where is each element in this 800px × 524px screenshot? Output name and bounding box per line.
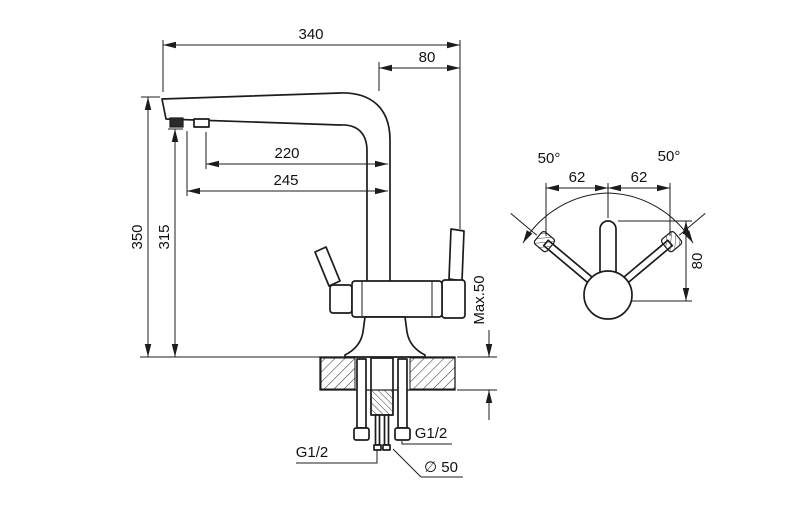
right-handle-lever <box>448 228 465 282</box>
dim-80-top-view-label: 80 <box>689 253 706 270</box>
left-handle-grip-top <box>533 231 556 253</box>
leader-lines-front <box>296 441 463 478</box>
right-handle-grip-top <box>660 231 683 253</box>
hose-fitting-right <box>394 427 411 441</box>
extension-lines-front <box>140 40 497 391</box>
right-handle-axis-extension <box>678 212 706 236</box>
counter-hatch-left <box>320 357 356 390</box>
hose-fitting-left <box>353 427 370 441</box>
left-handle-axis-extension <box>510 212 538 236</box>
front-view: 340 80 220 245 350 315 Max.50 G1/2 G1/2 … <box>129 26 497 478</box>
dimension-labels-top: 50° 50° 62 62 80 <box>538 148 706 269</box>
dim-80-label: 80 <box>419 49 436 66</box>
mixer-body <box>351 280 443 318</box>
inlet-tube-left <box>374 414 381 446</box>
dimension-lines-front <box>144 41 493 420</box>
dim-max50-label: Max.50 <box>471 275 488 324</box>
aerator-outlet-left <box>169 117 184 128</box>
under-counter-assembly <box>353 357 411 451</box>
dim-245-label: 245 <box>273 172 298 189</box>
dimension-labels-front: 340 80 220 245 350 315 Max.50 G1/2 G1/2 … <box>129 26 488 476</box>
dim-350-label: 350 <box>129 224 146 249</box>
dim-d50-label: ∅ 50 <box>424 459 458 476</box>
dim-220-label: 220 <box>274 145 299 162</box>
inlet-tube-right-end <box>382 444 391 451</box>
dim-315-label: 315 <box>156 224 173 249</box>
left-handle-lever <box>314 246 341 287</box>
angle-50-right-label: 50° <box>658 148 681 165</box>
aerator-outlet-right <box>193 118 210 128</box>
supply-hose-left <box>356 358 367 429</box>
left-handle-collar <box>329 284 353 314</box>
countertop-slab <box>319 356 456 391</box>
thread-g12-right-label: G1/2 <box>415 425 448 442</box>
faucet-body <box>161 92 466 358</box>
top-view-left-handle <box>510 212 603 292</box>
thread-g12-left-label: G1/2 <box>296 444 329 461</box>
top-view: 50° 50° 62 62 80 <box>510 148 706 320</box>
swivel-arc-right <box>607 192 694 244</box>
dim-340-label: 340 <box>298 26 323 43</box>
dimension-lines-top <box>546 184 690 301</box>
extension-lines-top <box>545 183 692 302</box>
swivel-arc-left <box>522 192 609 244</box>
supply-hose-right <box>397 358 408 429</box>
angle-50-left-label: 50° <box>538 150 561 167</box>
base-flange <box>344 316 426 358</box>
mounting-stud-thread <box>370 389 394 416</box>
dim-62-left-label: 62 <box>569 169 586 186</box>
counter-hatch-right <box>409 357 456 390</box>
body-top-view <box>583 270 633 320</box>
leader-g12-left <box>296 450 378 464</box>
leader-g12-right <box>401 441 452 445</box>
dim-62-right-label: 62 <box>631 169 648 186</box>
inlet-tube-right <box>383 414 390 446</box>
right-handle-collar <box>441 279 466 319</box>
inlet-tube-left-end <box>373 444 382 451</box>
leader-d50 <box>392 448 422 478</box>
